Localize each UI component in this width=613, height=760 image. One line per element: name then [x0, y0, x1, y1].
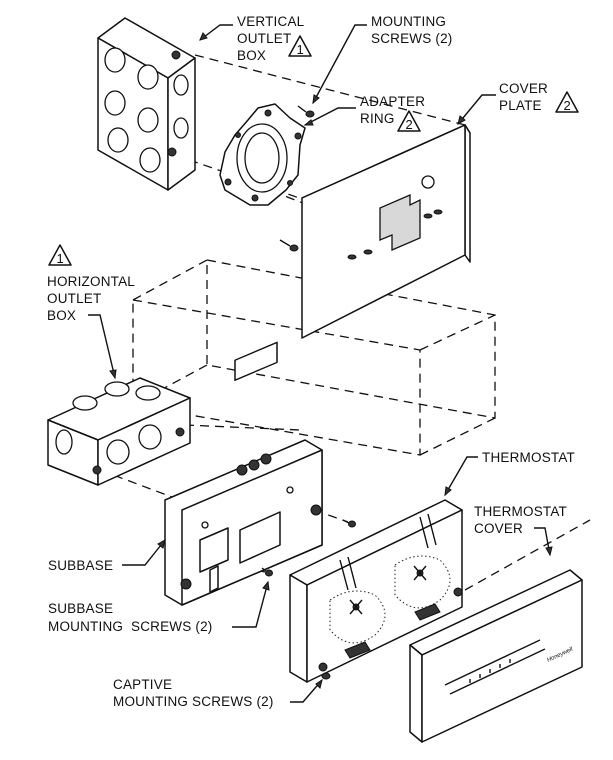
label-line: MOUNTING SCREWS (2) [113, 694, 274, 709]
label-thermostat-cover: THERMOSTAT COVER [474, 504, 567, 536]
label-line: VERTICAL [237, 14, 305, 29]
thermostat [289, 499, 463, 683]
note-marker-vertical-outlet-box: 1 [288, 35, 312, 57]
cover-plate [301, 124, 471, 339]
label-line: COVER [499, 81, 548, 96]
label-cover-plate: COVER PLATE 2 [499, 81, 579, 113]
mounting-screw-upper [297, 105, 315, 118]
label-line: MOUNTING [371, 14, 446, 29]
label-line: ADAPTER [360, 94, 425, 109]
label-adapter-ring: ADAPTER RING 2 [360, 94, 425, 132]
captive-mounting-screw [321, 672, 331, 680]
note-marker-cover-plate: 2 [555, 91, 579, 113]
svg-text:2: 2 [406, 117, 413, 132]
vertical-outlet-box [97, 17, 196, 191]
cover-scale-ticks [469, 659, 511, 683]
right-dial-flower [413, 565, 427, 581]
label-line: OUTLET [47, 291, 101, 306]
label-line: THERMOSTAT [474, 504, 567, 519]
label-line: BOX [47, 308, 76, 323]
label-line: SUBBASE [48, 601, 113, 616]
label-horizontal-outlet-box: 1 HORIZONTAL OUTLET BOX [47, 244, 135, 323]
label-line: SCREWS (2) [371, 31, 453, 46]
label-line: COVER [474, 521, 523, 536]
mounting-screw-lower [279, 239, 299, 252]
label-line: CAPTIVE [113, 677, 172, 692]
label-line: HORIZONTAL [47, 274, 135, 289]
subbase-mounting-screw-left [261, 567, 273, 577]
horizontal-outlet-box [47, 377, 191, 486]
svg-text:1: 1 [297, 42, 304, 57]
label-vertical-outlet-box: VERTICAL OUTLET BOX 1 [237, 14, 312, 63]
subbase [164, 341, 323, 606]
adapter-ring [219, 103, 306, 206]
label-subbase-mounting-screws: SUBBASE MOUNTING SCREWS (2) [48, 601, 213, 634]
label-line: RING [360, 111, 395, 126]
left-dial-flower [349, 599, 363, 615]
svg-text:2: 2 [564, 98, 571, 113]
label-mounting-screws: MOUNTING SCREWS (2) [371, 14, 453, 46]
label-line: BOX [237, 48, 266, 63]
label-line: MOUNTING SCREWS (2) [48, 619, 213, 634]
label-line: PLATE [499, 98, 542, 113]
svg-text:1: 1 [57, 251, 64, 266]
label-captive-mounting-screws: CAPTIVE MOUNTING SCREWS (2) [113, 677, 274, 709]
subbase-mounting-screw-right [342, 519, 356, 528]
note-marker-adapter-ring: 2 [397, 110, 421, 132]
leader-lines [88, 24, 553, 703]
note-marker-horizontal-outlet-box: 1 [48, 244, 72, 266]
label-subbase: SUBBASE [48, 558, 113, 573]
thermostat-cover: Honeywell [409, 569, 583, 743]
label-line: OUTLET [237, 31, 291, 46]
label-thermostat: THERMOSTAT [482, 450, 575, 465]
